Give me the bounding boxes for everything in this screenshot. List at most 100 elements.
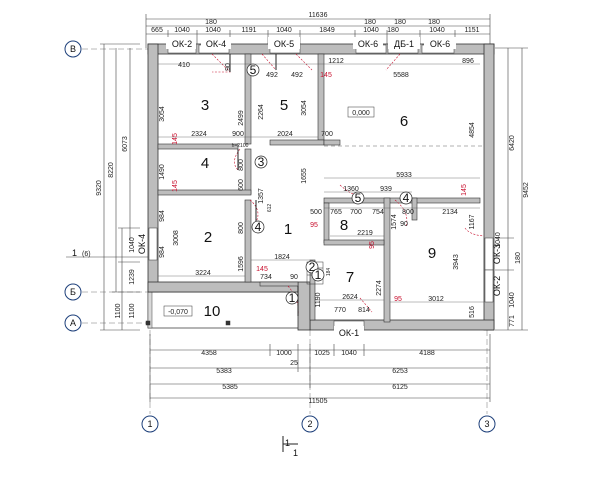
- section-sub: 1: [293, 448, 298, 458]
- dim-left-1239: 1239: [129, 269, 136, 285]
- dim-3008: 3008: [173, 230, 180, 246]
- dim-1212: 1212: [328, 58, 344, 65]
- dim-right-1040: 1040: [509, 292, 516, 308]
- window-label-ok2: ОК-2: [172, 39, 192, 49]
- door-leafs: [229, 54, 299, 316]
- dim-700: 700: [350, 209, 362, 216]
- dim-bottom-6253: 6253: [392, 368, 408, 375]
- dim-left-9320: 9320: [96, 180, 103, 196]
- level-porch: -0,070: [168, 309, 188, 316]
- dim-3054: 3054: [301, 100, 308, 116]
- dim-3054: 3054: [159, 106, 166, 122]
- dim-bottom-4188: 4188: [419, 350, 435, 357]
- axis-label-b: Б: [70, 287, 76, 297]
- dim-top-1040: 1040: [429, 27, 445, 34]
- room-number-9: 9: [428, 245, 436, 262]
- dim-3012: 3012: [428, 296, 444, 303]
- axis-bubble-a: А: [64, 314, 82, 332]
- dim-4854: 4854: [469, 122, 476, 138]
- outer-walls: [147, 43, 495, 331]
- dim-top-180: 180: [428, 19, 440, 26]
- dim-770: 770: [334, 307, 346, 314]
- dim-814: 814: [358, 307, 370, 314]
- dim-2624: 2624: [342, 294, 358, 301]
- dim-900: 900: [232, 131, 244, 138]
- level-mark-main: 0,000: [347, 106, 375, 118]
- axis-1-6: 1 (6): [66, 248, 150, 258]
- dim-h2100: h=2100: [232, 143, 249, 149]
- axis-label-v: В: [70, 44, 76, 54]
- dim-896: 896: [462, 58, 474, 65]
- dim-410: 410: [178, 62, 190, 69]
- dim-left-8220: 8220: [108, 162, 115, 178]
- dim-bottom-5383: 5383: [216, 368, 232, 375]
- window-label-db1: ДБ-1: [394, 39, 414, 49]
- dim-3224: 3224: [195, 270, 211, 277]
- inner-dimension-lines: [158, 63, 484, 303]
- dim-bottom-5385: 5385: [222, 384, 238, 391]
- dim-2134: 2134: [442, 209, 458, 216]
- room-number-6: 6: [400, 113, 408, 130]
- dim-90: 90: [290, 274, 298, 281]
- dim-1596: 1596: [238, 256, 245, 272]
- window-label-ok4-left: ОК-4: [137, 234, 147, 254]
- room-number-7: 7: [346, 269, 354, 286]
- dim-top-665: 665: [151, 27, 163, 34]
- room-number-10: 10: [204, 303, 221, 320]
- room-number-1: 1: [284, 221, 292, 238]
- dim-bottom-1000: 1000: [276, 350, 292, 357]
- dim-492: 492: [291, 72, 303, 79]
- window-label-ok5: ОК-5: [274, 39, 294, 49]
- axis-bubble-b: Б: [64, 283, 82, 301]
- dim-top-1849: 1849: [319, 27, 335, 34]
- section-mark: [282, 436, 298, 452]
- window-label-ok6: ОК-6: [358, 39, 378, 49]
- dim-bottom-overall: 11505: [309, 398, 328, 405]
- dim-800: 800: [402, 209, 414, 216]
- axis-bubble-c1: 1: [141, 415, 159, 433]
- dim-984: 984: [159, 210, 166, 222]
- dim-2219: 2219: [357, 230, 373, 237]
- window-label-ok3: ОК-3: [492, 244, 502, 264]
- window-label-ok4: ОК-4: [206, 39, 226, 49]
- dim-95: 95: [369, 241, 376, 249]
- window-label-bg: [334, 326, 364, 338]
- axis-bubble-v: В: [64, 40, 82, 58]
- marker-2: 2: [309, 260, 316, 274]
- room-number-3: 3: [201, 97, 209, 114]
- dim-top-180: 180: [394, 19, 406, 26]
- axis-label-a: А: [70, 318, 76, 328]
- axis-bubble-c3: 3: [478, 415, 496, 433]
- dim-bottom-1025: 1025: [314, 350, 330, 357]
- dim-95: 95: [310, 222, 318, 229]
- dim-516: 516: [469, 306, 476, 318]
- dim-800: 800: [238, 159, 245, 171]
- dim-top-1040: 1040: [363, 27, 379, 34]
- room-number-2: 2: [204, 229, 212, 246]
- dim-top-180: 180: [364, 19, 376, 26]
- axis-label-1-sub: (6): [82, 251, 91, 258]
- dim-right-9452: 9452: [523, 182, 530, 198]
- dim-95: 95: [394, 296, 402, 303]
- dim-700: 700: [321, 131, 333, 138]
- dim-1490: 1490: [159, 164, 166, 180]
- dim-612: 612: [267, 204, 273, 213]
- dim-2324: 2324: [191, 131, 207, 138]
- marker-3: 3: [258, 155, 265, 169]
- axis-label-c3: 3: [484, 419, 489, 429]
- dim-145: 145: [320, 72, 332, 79]
- dim-top-1191: 1191: [241, 27, 256, 34]
- dim-184: 184: [326, 268, 332, 277]
- window-labels: [166, 37, 456, 49]
- dim-right-6420: 6420: [509, 135, 516, 151]
- room-number-5: 5: [280, 97, 288, 114]
- marker-1: 1: [315, 268, 322, 282]
- dim-145: 145: [256, 266, 268, 273]
- dim-top-180: 180: [387, 27, 399, 34]
- marker-4: 4: [255, 220, 262, 234]
- dim-90: 90: [225, 63, 232, 71]
- dim-left-1040: 1040: [129, 237, 136, 253]
- dim-180: 180: [515, 252, 522, 264]
- dim-800: 800: [238, 222, 245, 234]
